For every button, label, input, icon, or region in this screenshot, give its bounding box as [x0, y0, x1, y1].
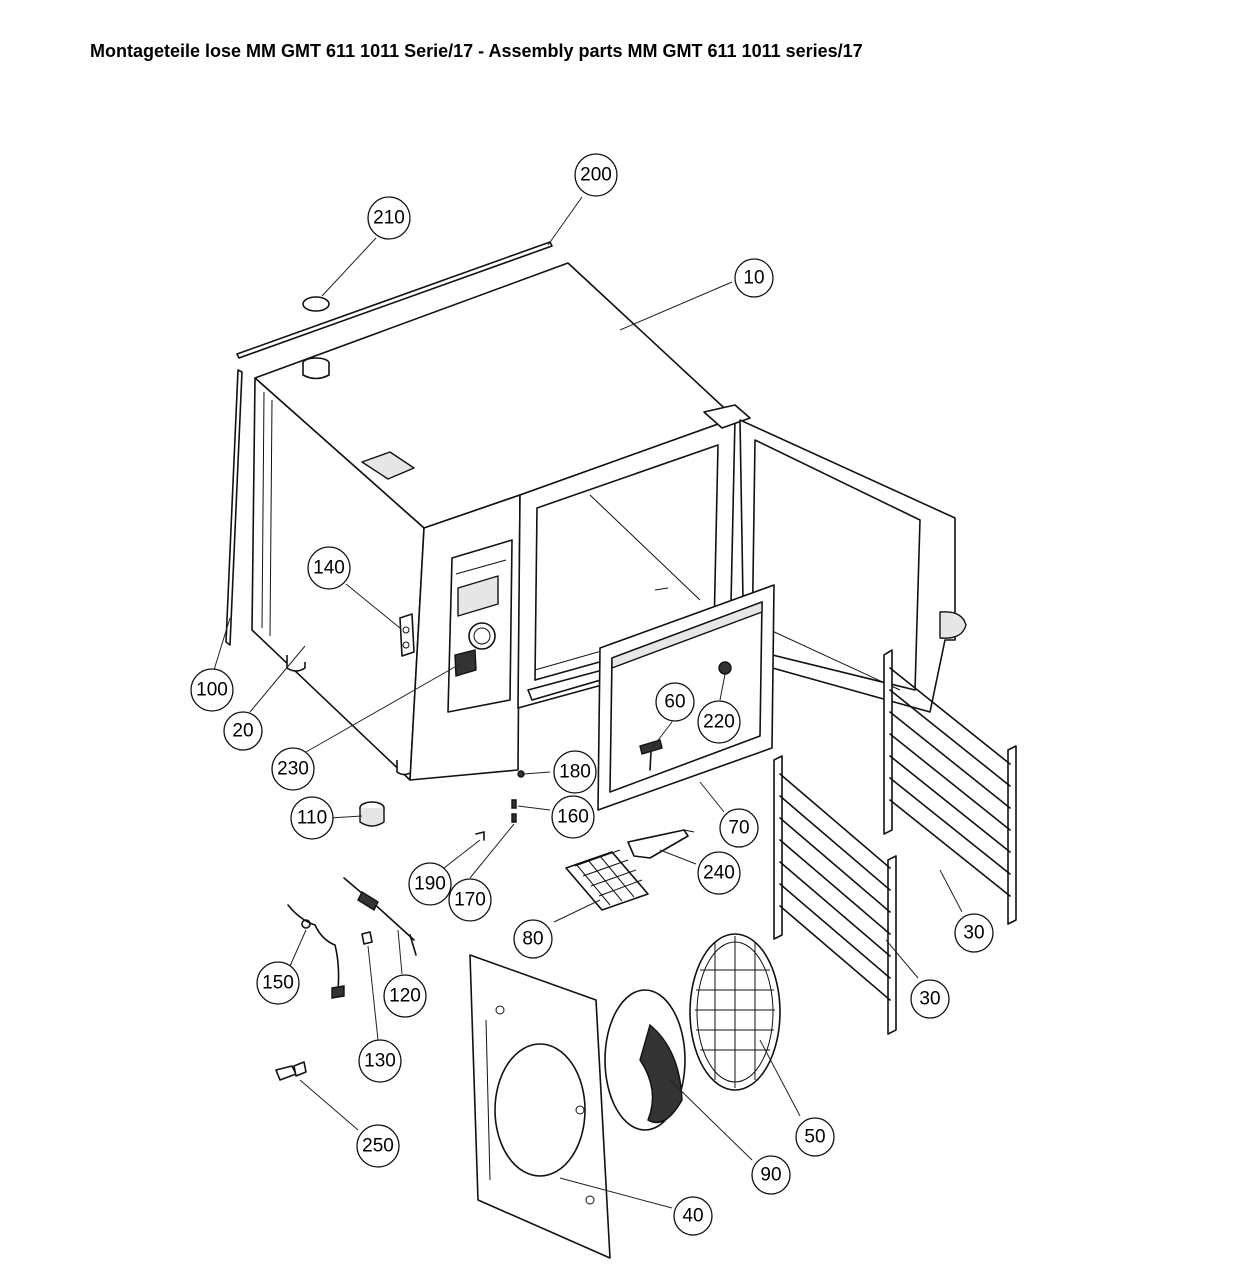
- part-ring: [302, 296, 330, 312]
- part-roller: [718, 661, 732, 675]
- callout-250: 250: [356, 1124, 400, 1168]
- svg-text:150: 150: [262, 973, 294, 994]
- part-clip: [361, 931, 373, 945]
- part-latch: [399, 613, 415, 657]
- callout-220: 220: [697, 700, 741, 744]
- svg-text:230: 230: [277, 759, 309, 780]
- svg-text:250: 250: [362, 1136, 394, 1157]
- part-bracket: [627, 829, 695, 859]
- svg-text:160: 160: [557, 807, 589, 828]
- page-title: Montageteile lose MM GMT 611 1011 Serie/…: [90, 41, 863, 61]
- svg-text:30: 30: [919, 989, 940, 1010]
- svg-text:200: 200: [580, 165, 612, 186]
- svg-text:70: 70: [728, 818, 749, 839]
- svg-text:50: 50: [804, 1127, 825, 1148]
- svg-text:30: 30: [963, 923, 984, 944]
- callout-190: 190: [408, 862, 452, 906]
- part-round-grille: [689, 933, 781, 1091]
- part-cap: [359, 801, 385, 827]
- leader-lines: [213, 196, 963, 1209]
- callout-150: 150: [256, 961, 300, 1005]
- callout-40: 40: [673, 1196, 713, 1236]
- svg-text:240: 240: [703, 863, 735, 884]
- callout-100: 100: [190, 668, 234, 712]
- svg-text:80: 80: [522, 929, 543, 950]
- part-knob: [639, 739, 663, 771]
- callout-50: 50: [795, 1117, 835, 1157]
- callout-210: 210: [367, 196, 411, 240]
- part-rod: [343, 877, 417, 956]
- svg-text:180: 180: [559, 762, 591, 783]
- svg-text:60: 60: [664, 692, 685, 713]
- part-top-strip: [236, 241, 553, 359]
- part-fan-wheel: [604, 989, 686, 1131]
- callout-240: 240: [697, 851, 741, 895]
- part-grid-tray: [565, 849, 649, 911]
- svg-text:10: 10: [743, 268, 764, 289]
- callout-130: 130: [358, 1039, 402, 1083]
- part-fan-plate: [469, 954, 611, 1259]
- part-rack-right: [883, 649, 1017, 925]
- callout-60: 60: [655, 682, 695, 722]
- callout-110: 110: [290, 796, 334, 840]
- svg-text:210: 210: [373, 208, 405, 229]
- svg-text:170: 170: [454, 890, 486, 911]
- svg-text:130: 130: [364, 1051, 396, 1072]
- part-screw: [275, 1061, 307, 1081]
- callout-180: 180: [553, 750, 597, 794]
- part-rack-left: [773, 755, 897, 1035]
- callout-30-upper: 30: [954, 913, 994, 953]
- svg-text:90: 90: [760, 1165, 781, 1186]
- svg-text:100: 100: [196, 680, 228, 701]
- svg-text:20: 20: [232, 721, 253, 742]
- callout-90: 90: [751, 1155, 791, 1195]
- callout-230: 230: [271, 747, 315, 791]
- small-fasteners: [475, 770, 525, 841]
- svg-text:190: 190: [414, 874, 446, 895]
- svg-text:140: 140: [313, 558, 345, 579]
- callout-10: 10: [734, 258, 774, 298]
- svg-text:40: 40: [682, 1206, 703, 1227]
- callout-170: 170: [448, 878, 492, 922]
- callout-160: 160: [551, 795, 595, 839]
- svg-text:110: 110: [297, 808, 327, 829]
- part-vertical-strip: [225, 369, 243, 646]
- part-probe-cable: [287, 904, 345, 999]
- callout-200: 200: [574, 153, 618, 197]
- callout-140: 140: [307, 546, 351, 590]
- svg-text:120: 120: [389, 986, 421, 1007]
- callout-80: 80: [513, 919, 553, 959]
- callout-20: 20: [223, 711, 263, 751]
- callout-30-lower: 30: [910, 979, 950, 1019]
- oven-door: [739, 419, 967, 713]
- callout-120: 120: [383, 974, 427, 1018]
- svg-text:220: 220: [703, 712, 735, 733]
- callout-70: 70: [719, 808, 759, 848]
